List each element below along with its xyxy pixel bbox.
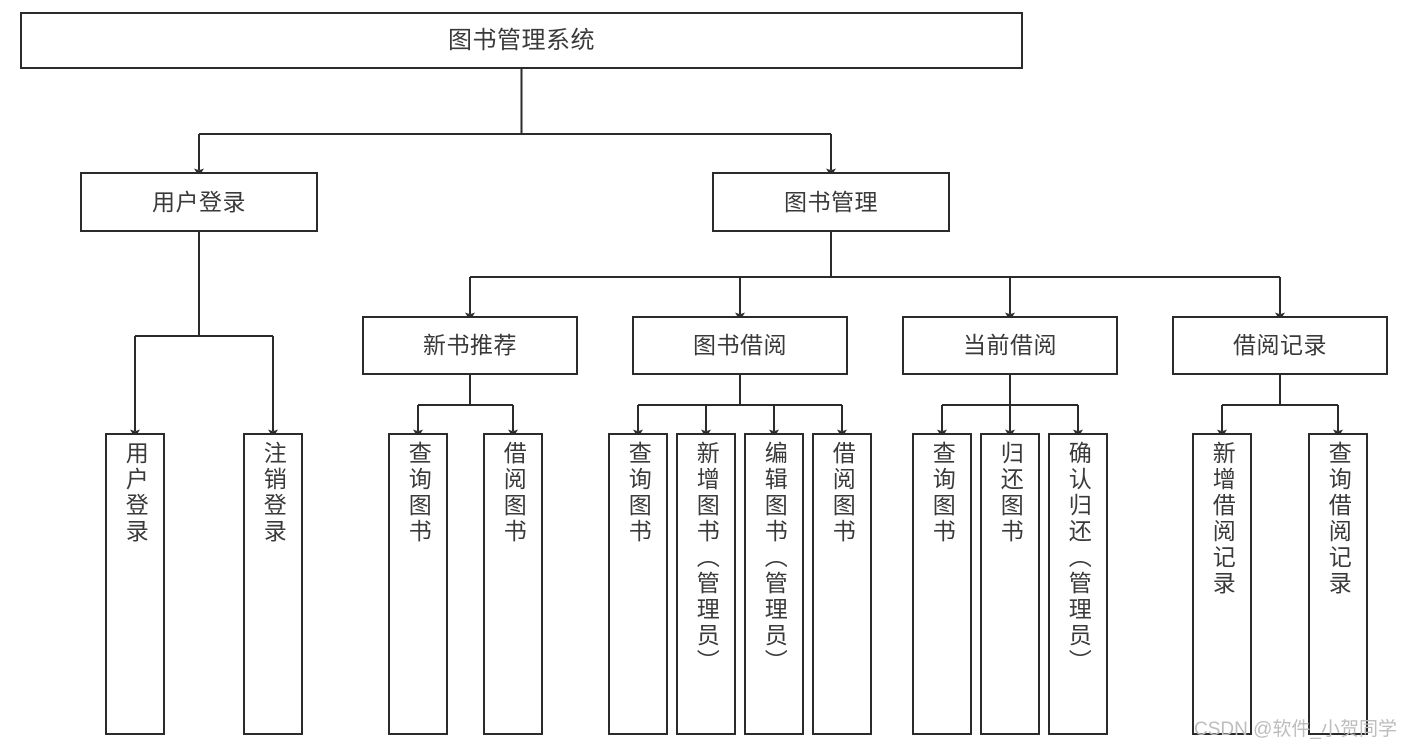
node-label-login-1: 用户登录	[122, 441, 149, 545]
node-login[interactable]: 用户登录	[80, 172, 318, 232]
node-label-records: 借阅记录	[1233, 332, 1327, 359]
node-current-1[interactable]: 查询图书	[912, 433, 972, 735]
node-login-1[interactable]: 用户登录	[105, 433, 165, 735]
node-label-newbook: 新书推荐	[423, 332, 517, 359]
node-label-borrow-1: 查询图书	[625, 441, 652, 545]
node-borrow-3[interactable]: 编辑图书（管理员）	[744, 433, 804, 735]
node-label-newbook-2: 借阅图书	[500, 441, 527, 545]
node-login-2[interactable]: 注销登录	[243, 433, 303, 735]
node-current[interactable]: 当前借阅	[902, 316, 1118, 375]
node-label-login: 用户登录	[152, 188, 246, 215]
node-borrow-4[interactable]: 借阅图书	[812, 433, 872, 735]
node-label-bookmgmt: 图书管理	[784, 188, 878, 215]
node-newbook[interactable]: 新书推荐	[362, 316, 578, 375]
node-borrow-1[interactable]: 查询图书	[608, 433, 668, 735]
node-root[interactable]: 图书管理系统	[20, 12, 1023, 69]
node-newbook-1[interactable]: 查询图书	[388, 433, 448, 735]
node-label-records-2: 查询借阅记录	[1325, 441, 1352, 597]
node-newbook-2[interactable]: 借阅图书	[483, 433, 543, 735]
node-label-root: 图书管理系统	[448, 26, 595, 54]
node-label-borrow: 图书借阅	[693, 332, 787, 359]
node-label-borrow-3: 编辑图书（管理员）	[761, 441, 788, 675]
node-label-current: 当前借阅	[963, 332, 1057, 359]
node-borrow[interactable]: 图书借阅	[632, 316, 848, 375]
node-label-current-2: 归还图书	[997, 441, 1024, 545]
node-records[interactable]: 借阅记录	[1172, 316, 1388, 375]
node-label-borrow-4: 借阅图书	[829, 441, 856, 545]
node-label-current-1: 查询图书	[929, 441, 956, 545]
node-label-records-1: 新增借阅记录	[1209, 441, 1236, 597]
node-label-borrow-2: 新增图书（管理员）	[693, 441, 720, 675]
node-label-login-2: 注销登录	[260, 441, 287, 545]
node-bookmgmt[interactable]: 图书管理	[712, 172, 950, 232]
node-records-1[interactable]: 新增借阅记录	[1192, 433, 1252, 735]
node-current-3[interactable]: 确认归还（管理员）	[1048, 433, 1108, 735]
node-current-2[interactable]: 归还图书	[980, 433, 1040, 735]
node-label-current-3: 确认归还（管理员）	[1065, 441, 1092, 675]
node-records-2[interactable]: 查询借阅记录	[1308, 433, 1368, 735]
node-label-newbook-1: 查询图书	[405, 441, 432, 545]
node-borrow-2[interactable]: 新增图书（管理员）	[676, 433, 736, 735]
